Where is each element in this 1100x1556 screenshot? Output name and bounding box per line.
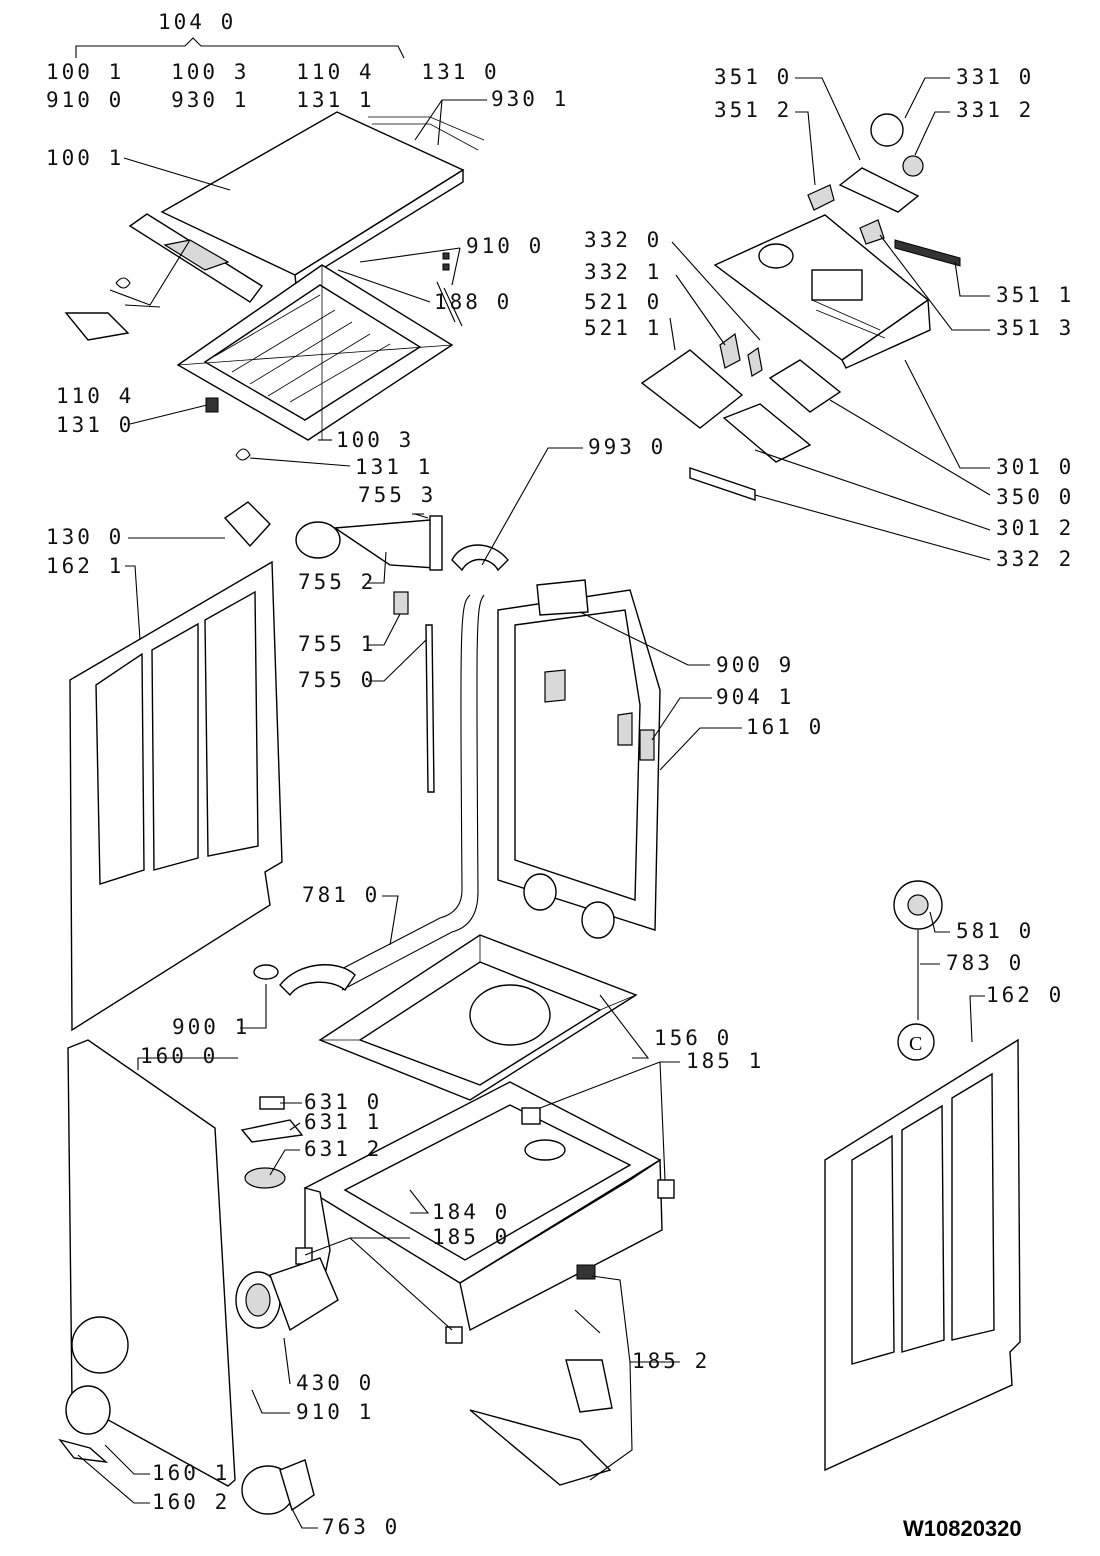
small-switch-parts <box>240 1096 304 1189</box>
base-tray-part <box>318 934 638 1101</box>
filter-cover-part <box>58 1385 111 1463</box>
callout-4300: 430 0 <box>296 1371 375 1395</box>
callout-top-group-row1: 100 1 100 3 110 4 131 0 <box>46 60 500 84</box>
callout-1104: 110 4 <box>56 384 135 408</box>
callout-3510: 351 0 <box>714 65 793 89</box>
callout-1560: 156 0 <box>654 1026 733 1050</box>
callout-3511: 351 1 <box>996 283 1075 307</box>
callout-1001: 100 1 <box>46 146 125 170</box>
pump-filter-part <box>241 1459 315 1515</box>
callout-7630: 763 0 <box>322 1515 401 1539</box>
drain-hose-part <box>253 544 509 997</box>
callout-3010: 301 0 <box>996 455 1075 479</box>
svg-text:C: C <box>909 1033 922 1055</box>
callout-6311: 631 1 <box>304 1110 383 1134</box>
callout-1851: 185 1 <box>686 1049 765 1073</box>
callout-9009: 900 9 <box>716 653 795 677</box>
callout-3513: 351 3 <box>996 316 1075 340</box>
callout-1003: 100 3 <box>336 428 415 452</box>
drain-pump-part <box>235 1257 339 1332</box>
callout-1620: 162 0 <box>986 983 1065 1007</box>
callout-9100: 910 0 <box>466 234 545 258</box>
electronics-board-part <box>640 332 842 501</box>
callout-1880: 188 0 <box>434 290 513 314</box>
document-id: W10820320 <box>903 1516 1022 1541</box>
callout-top-group: 104 0 <box>158 10 237 34</box>
leader-lines <box>77 77 991 1529</box>
control-panel-part <box>713 214 931 369</box>
door-lock-part <box>223 501 271 548</box>
callout-6312: 631 2 <box>304 1137 383 1161</box>
knob-part <box>870 113 924 177</box>
group-bracket <box>75 37 405 59</box>
callout-7810: 781 0 <box>302 883 381 907</box>
callout-1602: 160 2 <box>152 1490 231 1514</box>
small-clip-parts <box>205 252 450 461</box>
panel-bracket-parts <box>807 167 961 267</box>
callout-3312: 331 2 <box>956 98 1035 122</box>
shock-absorber-part <box>469 1264 613 1486</box>
callout-1852: 185 2 <box>632 1349 711 1373</box>
callout-3320: 332 0 <box>584 228 663 252</box>
callout-3322: 332 2 <box>996 547 1075 571</box>
side-panel-right-part <box>824 1038 1021 1472</box>
callout-1850: 185 0 <box>432 1225 511 1249</box>
lid-handle-part <box>128 213 264 303</box>
callout-5211: 521 1 <box>584 316 663 340</box>
callout-1600: 160 0 <box>140 1044 219 1068</box>
lid-part <box>160 111 485 287</box>
bellows-hose-part <box>295 515 443 615</box>
callout-3500: 350 0 <box>996 485 1075 509</box>
callout-7551: 755 1 <box>298 632 377 656</box>
callout-9301: 930 1 <box>491 87 570 111</box>
callout-1840: 184 0 <box>432 1200 511 1224</box>
callout-1300: 130 0 <box>46 525 125 549</box>
side-panel-left-part <box>69 560 283 1032</box>
callout-5810: 581 0 <box>956 919 1035 943</box>
lid-hinge-part <box>64 277 131 341</box>
base-frame-part <box>303 1081 663 1332</box>
callout-7553: 755 3 <box>358 483 437 507</box>
callout-1621: 162 1 <box>46 554 125 578</box>
callout-top-group-row2: 910 0 930 1 131 1 <box>46 88 375 112</box>
callout-7550: 755 0 <box>298 668 377 692</box>
rear-frame-part <box>497 579 661 939</box>
callout-9930: 993 0 <box>588 435 667 459</box>
callout-9041: 904 1 <box>716 685 795 709</box>
front-panel-part <box>67 1039 236 1487</box>
callout-1311: 131 1 <box>355 455 434 479</box>
callout-3321: 332 1 <box>584 260 663 284</box>
callout-3512: 351 2 <box>714 98 793 122</box>
top-frame-part <box>176 264 463 441</box>
callout-5210: 521 0 <box>584 290 663 314</box>
callout-7830: 783 0 <box>946 951 1025 975</box>
callout-9001: 900 1 <box>172 1015 251 1039</box>
callout-3310: 331 0 <box>956 65 1035 89</box>
callout-6310: 631 0 <box>304 1090 383 1114</box>
callout-3012: 301 2 <box>996 516 1075 540</box>
tube-part <box>425 624 435 793</box>
callout-9101: 910 1 <box>296 1400 375 1424</box>
pulley-part: C <box>893 880 943 1061</box>
callout-1610: 161 0 <box>746 715 825 739</box>
feet-parts <box>295 1107 675 1344</box>
callout-1310: 131 0 <box>56 413 135 437</box>
callout-7552: 755 2 <box>298 570 377 594</box>
callout-1601: 160 1 <box>152 1461 231 1485</box>
